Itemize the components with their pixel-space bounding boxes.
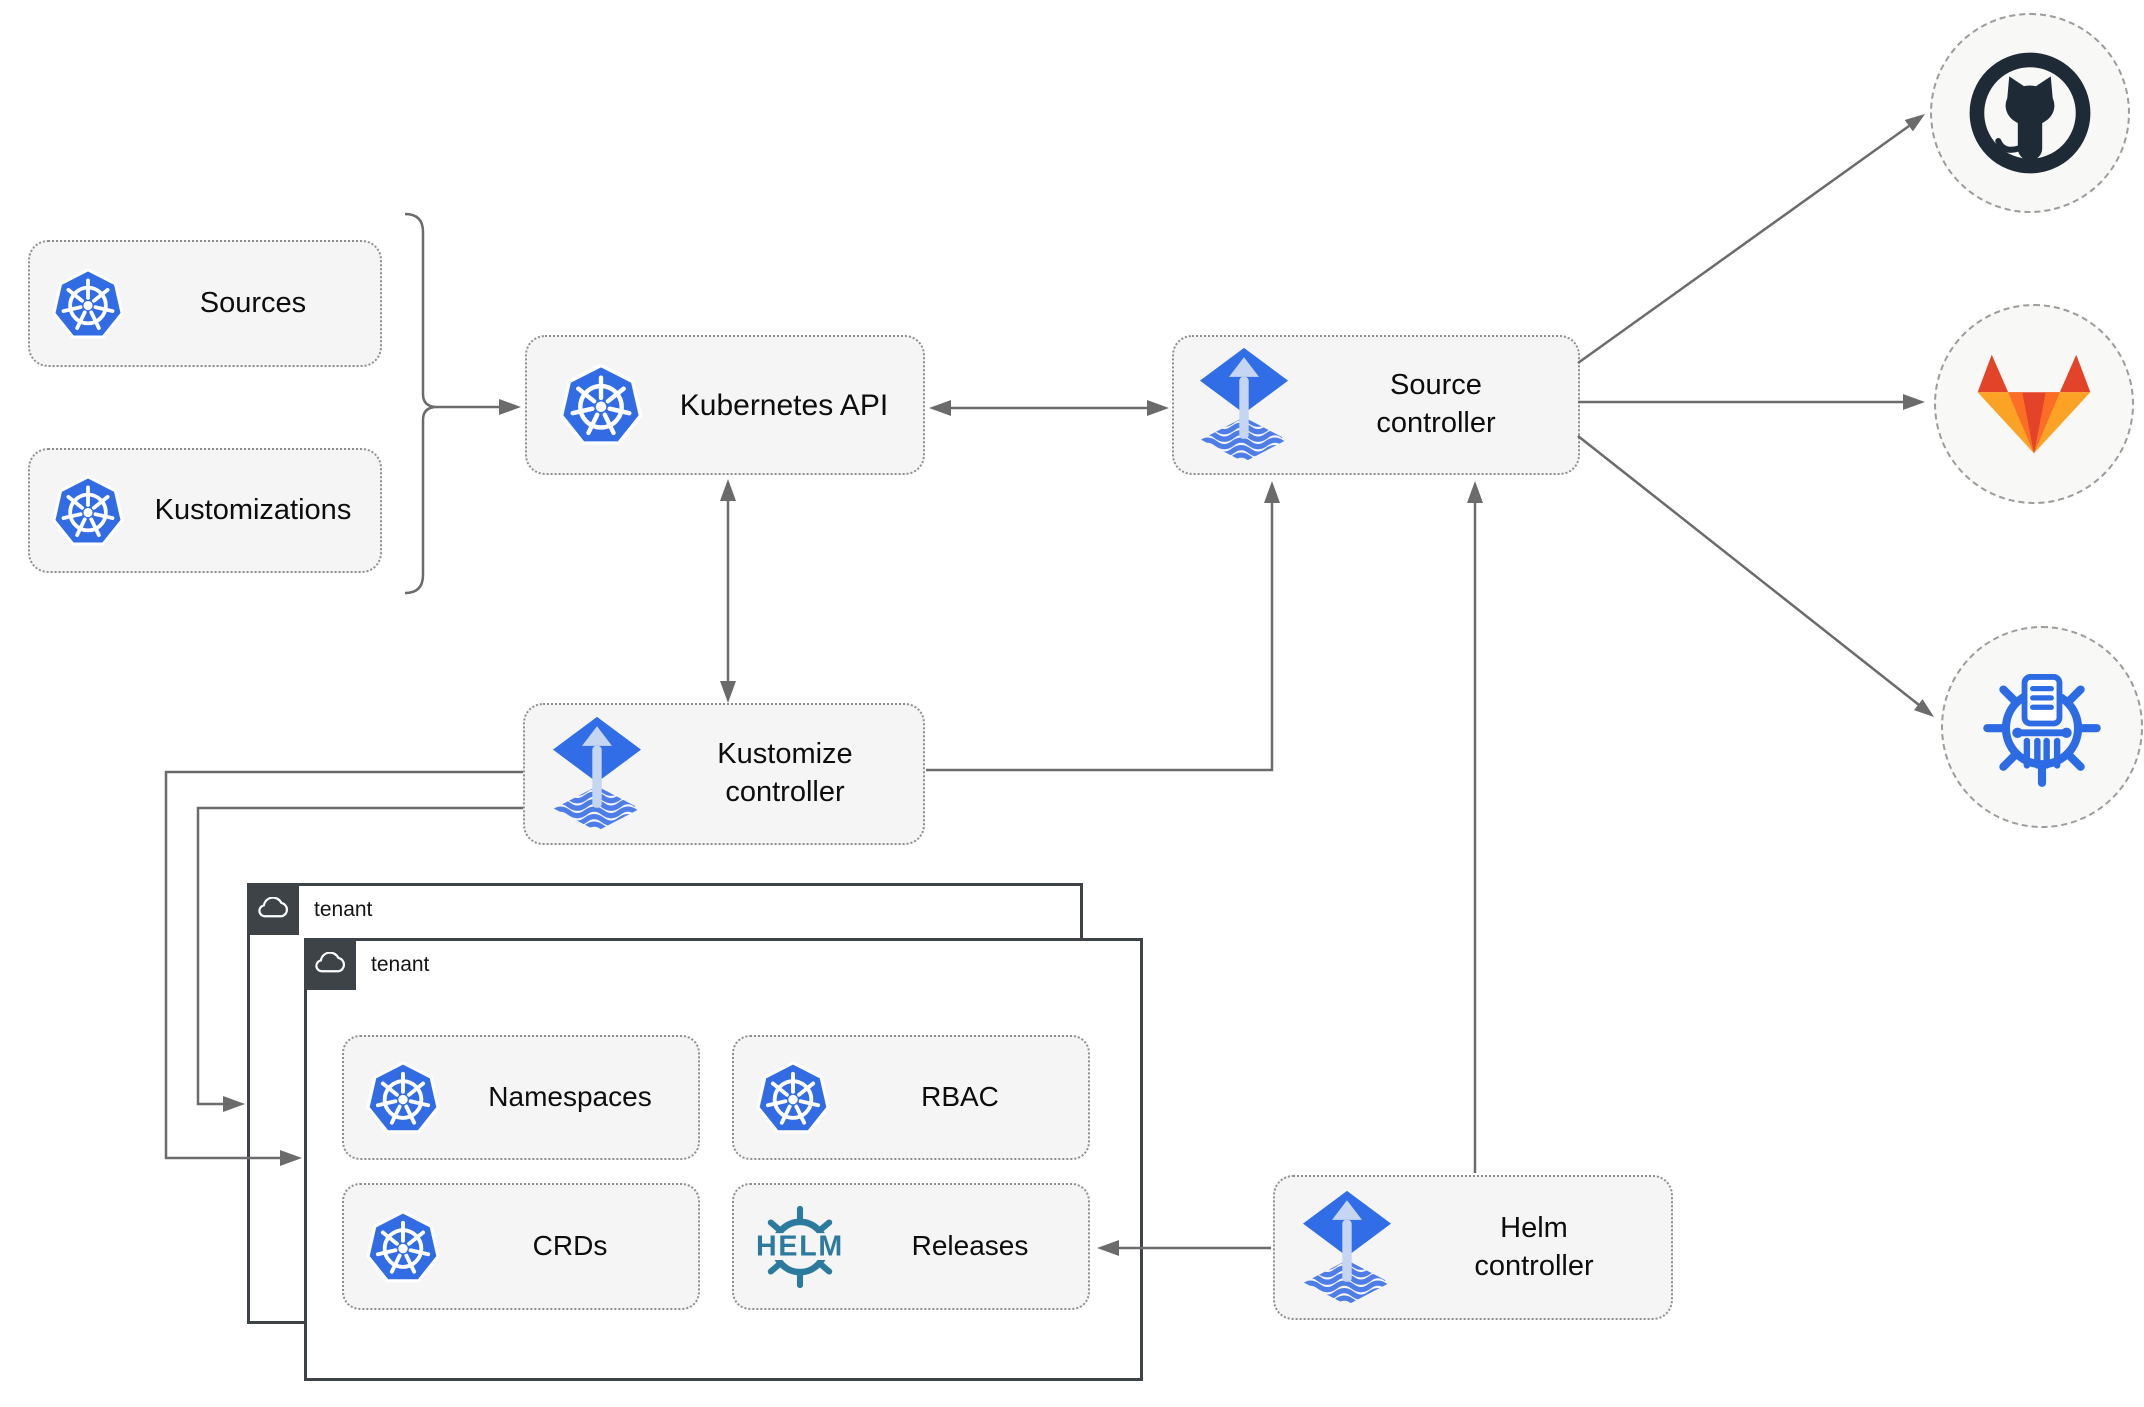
endpoint-chartmuseum	[1941, 626, 2143, 828]
endpoint-gitlab	[1934, 304, 2134, 504]
node-label: Sources	[199, 286, 307, 319]
node-releases: HELM Releases	[732, 1183, 1090, 1310]
github-icon	[1969, 52, 2091, 174]
flux-icon	[547, 715, 647, 833]
node-namespaces: Namespaces	[342, 1035, 700, 1160]
kubernetes-icon	[364, 1208, 442, 1286]
node-rbac: RBAC	[732, 1035, 1090, 1160]
edge-source-github	[1577, 124, 1910, 365]
node-sources: Sources	[28, 240, 382, 367]
grouping-bracket	[404, 212, 438, 595]
node-kustomize-controller: Kustomize controller	[523, 703, 925, 845]
node-label: Helm controller	[1474, 1211, 1594, 1282]
edge-source-chartmuseum	[1577, 435, 1920, 706]
chartmuseum-icon	[1978, 663, 2106, 791]
node-crds: CRDs	[342, 1183, 700, 1310]
flux-icon	[1194, 346, 1294, 464]
kubernetes-icon	[50, 266, 126, 342]
cloud-icon	[247, 883, 299, 935]
node-kustomizations: Kustomizations	[28, 448, 382, 573]
endpoint-github	[1930, 13, 2130, 213]
node-kubernetes-api: Kubernetes API	[525, 335, 925, 475]
helm-logo-text: HELM	[756, 1230, 844, 1262]
node-label: Releases	[911, 1230, 1029, 1262]
node-label: Kustomize controller	[717, 738, 853, 808]
node-label: Namespaces	[488, 1081, 652, 1113]
node-label: CRDs	[532, 1230, 608, 1262]
kubernetes-icon	[754, 1059, 832, 1137]
tenant-label: tenant	[371, 953, 430, 976]
helm-icon: HELM	[748, 1203, 852, 1291]
edge-kustomize-source	[926, 502, 1274, 772]
flux-icon	[1297, 1189, 1397, 1307]
cloud-icon	[304, 938, 356, 990]
kubernetes-icon	[364, 1059, 442, 1137]
node-label: RBAC	[921, 1081, 999, 1113]
node-label: Kubernetes API	[679, 388, 889, 422]
node-label: Source controller	[1376, 369, 1496, 439]
node-source-controller: Source controller	[1172, 335, 1580, 475]
gitlab-icon	[1975, 350, 2093, 458]
node-helm-controller: Helm controller	[1273, 1175, 1673, 1320]
node-label: Kustomizations	[154, 493, 352, 526]
kubernetes-icon	[50, 473, 126, 549]
kubernetes-icon	[557, 361, 645, 449]
tenant-label: tenant	[314, 898, 373, 921]
